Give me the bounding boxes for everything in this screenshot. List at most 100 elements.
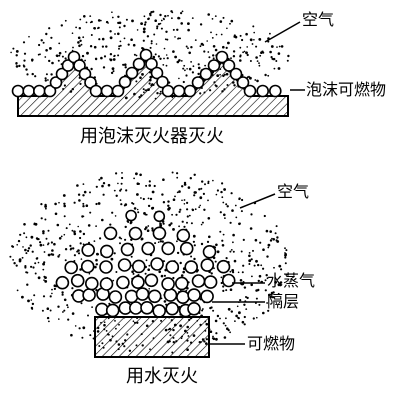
air-dot [151,227,154,230]
bubble [200,289,214,304]
air-dot [23,59,26,62]
air-dot [39,53,41,56]
air-dot [274,232,277,235]
air-dot [174,55,178,59]
air-dot [285,273,288,276]
air-dot [53,287,57,290]
air-dot [226,27,228,30]
air-dot [266,302,268,304]
air-dot [241,38,244,42]
air-dot [46,316,50,320]
air-dot [265,229,269,233]
air-dot [98,38,101,41]
air-dot [79,242,82,245]
air-dot [229,270,232,273]
air-dot [187,186,191,189]
air-dot [224,217,226,220]
bubble [132,259,146,274]
air-dot [55,54,58,57]
bubble [183,84,197,98]
air-dot [147,17,150,20]
air-dot [209,330,213,334]
air-dot [183,225,186,228]
air-dot [79,268,82,271]
air-dot [44,79,47,82]
air-dot [140,197,142,199]
air-dot [272,238,276,241]
air-dot [183,64,186,67]
air-dot [220,190,223,194]
air-dot [269,50,272,54]
air-dot [57,305,60,308]
air-dot [45,49,48,52]
air-dot [53,242,56,246]
air-dot [27,299,30,303]
bubble [156,75,169,89]
air-dot [82,205,85,208]
air-dot [63,215,66,218]
air-dot [177,16,180,20]
air-dot [207,217,211,220]
air-dot [161,193,164,196]
air-dot [271,296,275,299]
air-dot [181,10,184,13]
air-dot [31,302,35,306]
air-dot [267,243,271,247]
air-dot [221,239,224,242]
air-dot [214,48,218,52]
air-dot [214,15,217,17]
air-dot [267,246,270,249]
air-dot [273,57,276,61]
air-dot [225,203,228,206]
air-dot [119,199,122,202]
air-dot [117,182,119,185]
air-dot [220,276,223,279]
bubble [22,84,36,98]
air-dot [51,292,53,295]
air-dot [15,65,19,68]
air-dot [276,236,279,239]
air-dot [157,55,160,58]
air-dot [22,246,24,248]
bubble [163,288,178,302]
air-dot [21,295,24,299]
air-dot [101,37,105,41]
air-dot [101,184,104,188]
bubble [135,287,150,301]
air-dot [172,228,175,231]
air-dot [192,234,196,238]
air-dot [97,19,101,22]
air-dot [25,68,28,71]
air-dot [220,33,223,36]
air-dot [255,56,258,59]
bubble [64,260,78,275]
air-dot [266,277,269,280]
air-dot [225,289,228,292]
air-dot [231,209,234,212]
air-dot [239,34,242,37]
air-dot [159,13,162,17]
air-dot [99,237,102,240]
air-dot [212,309,215,312]
air-dot [112,279,115,282]
air-dot [130,255,133,258]
air-dot [150,11,153,14]
air-dot [105,20,109,24]
air-dot [25,252,28,255]
air-dot [186,68,188,70]
air-dot [89,334,92,337]
air-dot [24,265,27,268]
air-dot [201,180,204,183]
air-dot [109,30,112,33]
air-dot [232,250,235,253]
air-dot [58,42,61,45]
air-dot [250,283,253,287]
air-dot [207,13,210,16]
air-dot [193,257,196,261]
air-dot [168,206,171,210]
bottom-caption: 用水灭火 [126,366,198,387]
air-dot [180,60,183,62]
air-dot [82,326,86,330]
air-dot [261,50,264,53]
air-dot [86,51,89,55]
